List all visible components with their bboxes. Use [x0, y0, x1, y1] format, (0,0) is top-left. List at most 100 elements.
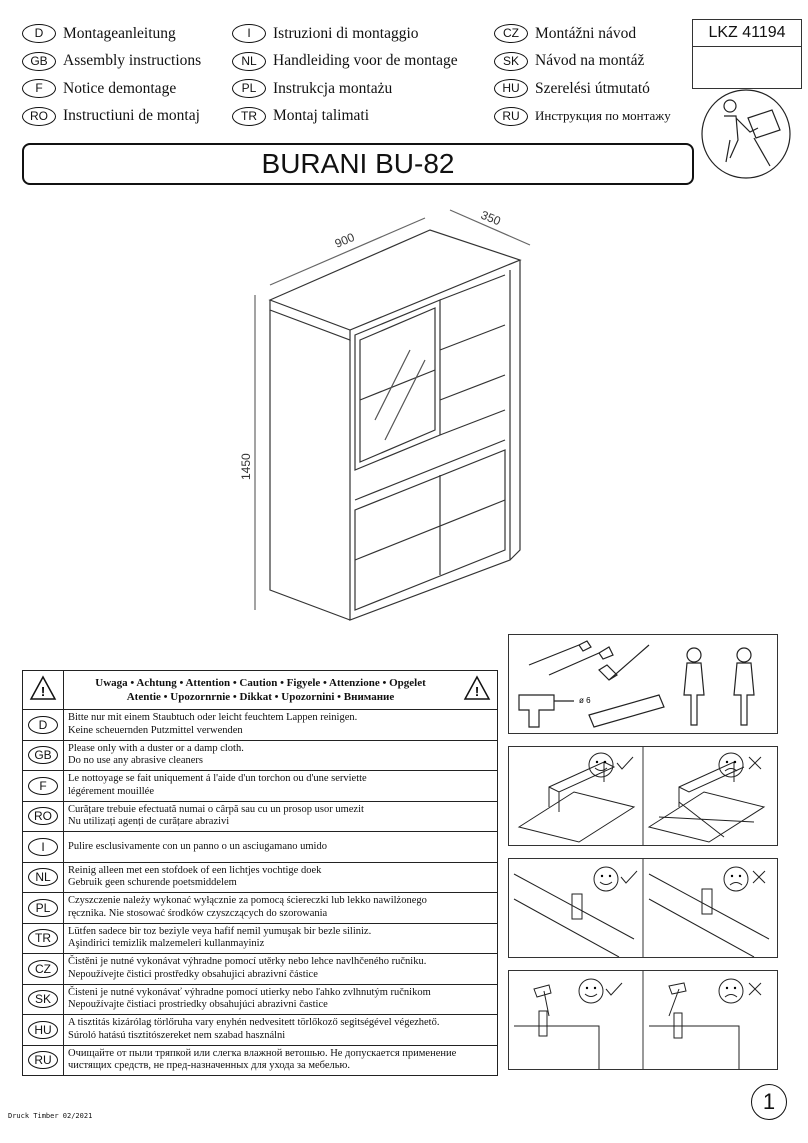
language-code: F — [22, 79, 56, 98]
page-number: 1 — [751, 1084, 787, 1120]
language-code: TR — [232, 106, 266, 126]
frown-icon — [723, 866, 749, 892]
language-code: GB — [22, 51, 56, 71]
language-code: HU — [494, 79, 528, 98]
dowel-panel — [508, 858, 778, 958]
language-label: Montageanleitung — [63, 24, 176, 42]
lkz-number: LKZ 41194 — [693, 20, 801, 47]
warning-language-code: F — [28, 776, 58, 795]
product-title: BURANI BU-82 — [22, 143, 694, 185]
check-icon — [605, 982, 623, 996]
warning-language-code: HU — [28, 1020, 58, 1039]
warning-text-line1: Czyszczenie należy wykonać wyłącznie za … — [68, 895, 427, 907]
warning-text-line1: Le nottoyage se fait uniquement á l'aide… — [68, 773, 367, 785]
warning-triangle-icon-right: ! — [457, 670, 498, 710]
warning-text-line2: Nu utilizați agenți de curățare abrazivi — [68, 816, 230, 828]
warning-language-code: NL — [28, 868, 58, 887]
hammer-panel — [508, 970, 778, 1070]
language-label: Návod na montáž — [535, 52, 645, 69]
warning-text-line2: чистящих средств, не пред-назначенных дл… — [68, 1060, 350, 1072]
language-item-ro: RO Instructiuni de montaj — [22, 106, 200, 126]
language-item-nl: NL Handleiding voor de montage — [232, 51, 458, 71]
cross-icon — [748, 756, 762, 770]
language-code: CZ — [494, 24, 528, 43]
language-code: RU — [494, 106, 528, 126]
warning-row-i: I Pulire esclusivamente con un panno o un… — [22, 831, 498, 863]
warning-text-line1: Čisteni je nutné vykonávať výhradne pomo… — [68, 986, 431, 998]
smile-icon — [578, 978, 604, 1004]
language-item-cz: CZ Montážni návod — [494, 24, 636, 43]
warning-language-code: PL — [28, 898, 58, 917]
placement-panel — [508, 746, 778, 846]
language-label: Handleiding voor de montage — [273, 52, 458, 69]
warning-text-line1: Очищайте от пыли тряпкой или слегка влаж… — [68, 1047, 457, 1059]
warning-language-code: SK — [28, 990, 58, 1009]
language-label: Instructiuni de montaj — [63, 107, 200, 124]
warning-text-line1: Bitte nur mit einem Staubtuch oder leich… — [68, 712, 358, 724]
assembly-person-icon — [701, 89, 791, 179]
language-label: Montaj talimati — [273, 107, 369, 124]
language-label: Instrukcja montażu — [273, 79, 393, 97]
warning-triangle-icon: ! — [22, 670, 64, 710]
cross-icon — [752, 870, 766, 884]
language-item-gb: GB Assembly instructions — [22, 51, 202, 71]
dim-depth: 350 — [479, 208, 503, 229]
warning-row-sk: SK Čisteni je nutné vykonávať výhradne po… — [22, 983, 498, 1015]
language-code: SK — [494, 51, 528, 71]
warning-row-pl: PL Czyszczenie należy wykonać wyłącznie z… — [22, 892, 498, 924]
language-label: Assembly instructions — [63, 52, 202, 69]
language-item-hu: HU Szerelési útmutató — [494, 79, 650, 98]
drill-bit-label: ø 6 — [579, 696, 591, 705]
warning-language-code: CZ — [28, 959, 58, 978]
warning-language-code: I — [28, 837, 58, 856]
frown-icon — [718, 978, 744, 1004]
warning-text-line2: Súroló hatású tisztitószereket nem szaba… — [68, 1029, 286, 1041]
warning-text-line1: Curățare trebuie efectuată numai o cârpă… — [68, 803, 364, 815]
svg-text:!: ! — [41, 684, 45, 699]
warning-text-line2: Nepoužívajte čistiaci prostriedky obsahu… — [68, 999, 328, 1011]
language-code: PL — [232, 79, 266, 98]
warning-row-d: D Bitte nur mit einem Staubtuch oder leic… — [22, 709, 498, 741]
svg-text:!: ! — [475, 684, 479, 699]
warning-row-ru: RU Очищайте от пыли тряпкой или слегка вл… — [22, 1044, 498, 1076]
warning-language-code: D — [28, 715, 58, 734]
warning-language-code: GB — [28, 746, 58, 765]
smile-icon — [588, 752, 614, 778]
warning-text-line1: Čistěni je nutné vykonávat výhradne pomo… — [68, 956, 427, 968]
language-label: Инструкция по монтажу — [535, 108, 671, 123]
language-label: Montážni návod — [535, 24, 637, 42]
warning-language-code: RU — [28, 1051, 58, 1070]
warning-text-line2: Keine scheuernden Putzmittel verwenden — [68, 724, 243, 736]
warning-text-line2: ręcznika. Nie stosować środków czyszcząc… — [68, 907, 328, 919]
check-icon — [616, 756, 634, 770]
warning-language-code: TR — [28, 929, 58, 948]
warning-header-line2: Atentie • Upozornrnie • Dikkat • Upozorn… — [126, 691, 395, 703]
check-icon — [620, 870, 638, 884]
cross-icon — [748, 982, 762, 996]
smile-icon — [593, 866, 619, 892]
warning-header-line1: Uwaga • Achtung • Attention • Caution • … — [95, 677, 426, 689]
warning-text-line2: Aşindirici temizlik malzemeleri kullanma… — [68, 938, 265, 950]
language-item-pl: PL Instrukcja montażu — [232, 79, 392, 98]
cabinet-drawing: 900 350 1450 — [240, 208, 531, 621]
language-item-sk: SK Návod na montáž — [494, 51, 645, 71]
dim-width: 900 — [333, 230, 357, 251]
frown-icon — [718, 752, 744, 778]
language-item-tr: TR Montaj talimati — [232, 106, 369, 126]
language-label: Szerelési útmutató — [535, 79, 650, 97]
language-code: NL — [232, 51, 266, 71]
warning-text-line1: Pulire esclusivamente con un panno o un … — [68, 840, 327, 852]
lkz-box: LKZ 41194 — [692, 19, 802, 89]
warning-text-line2: Nepoužívejte čistici prostředky obsahuji… — [68, 968, 318, 980]
cleaning-warnings-table: ! Uwaga • Achtung • Attention • Caution … — [22, 670, 498, 1076]
language-code: RO — [22, 106, 56, 126]
language-item-ru: RU Инструкция по монтажу — [494, 106, 671, 126]
warning-header-row: ! Uwaga • Achtung • Attention • Caution … — [22, 670, 498, 710]
tools-icon: ø 6 — [518, 640, 755, 728]
dim-height: 1450 — [240, 453, 253, 480]
